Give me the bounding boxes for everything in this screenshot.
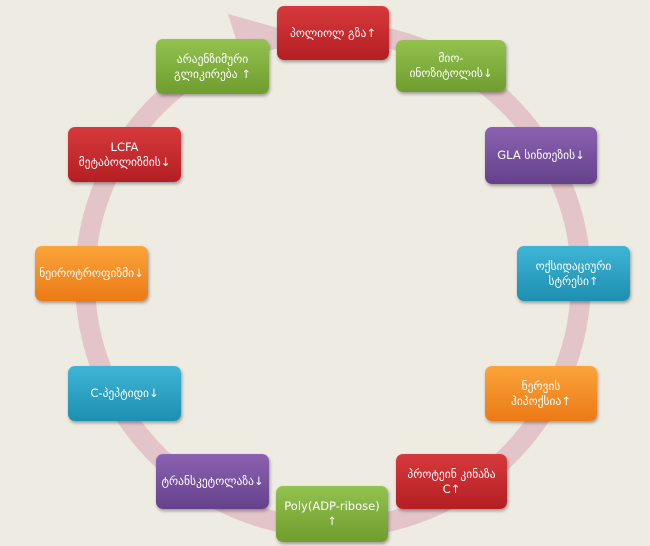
node-c-peptide: C-პეპტიდი↓ [68,366,181,421]
node-label: პოლიოლ გზა↑ [290,25,376,40]
node-label: C-პეპტიდი↓ [90,386,159,400]
node-label: პროტეინ კინაზა C↑ [407,466,496,496]
node-polyol-pathway: პოლიოლ გზა↑ [277,6,389,60]
node-poly-adp-ribose: Poly(ADP-ribose) ↑ [276,486,388,542]
node-label: მიო-ინოზიტოლის↓ [409,51,493,80]
node-myoinositol: მიო-ინოზიტოლის↓ [396,40,506,92]
node-label: ნერვის ჰიპოქსია↑ [510,378,571,408]
node-label: ტრანსკეტოლაზა↓ [161,474,264,488]
node-protein-kinase-c: პროტეინ კინაზა C↑ [396,454,507,509]
node-label: GLA სინთეზის↓ [497,148,585,162]
node-gla-synthesis: GLA სინთეზის↓ [485,127,597,184]
node-label: ნეიროტროფიზმი↓ [39,266,144,280]
node-transketolase: ტრანსკეტოლაზა↓ [156,454,269,509]
node-nerve-hypoxia: ნერვის ჰიპოქსია↑ [485,366,597,421]
node-neurotrophism: ნეიროტროფიზმი↓ [35,246,148,301]
node-label: Poly(ADP-ribose) ↑ [284,499,380,528]
